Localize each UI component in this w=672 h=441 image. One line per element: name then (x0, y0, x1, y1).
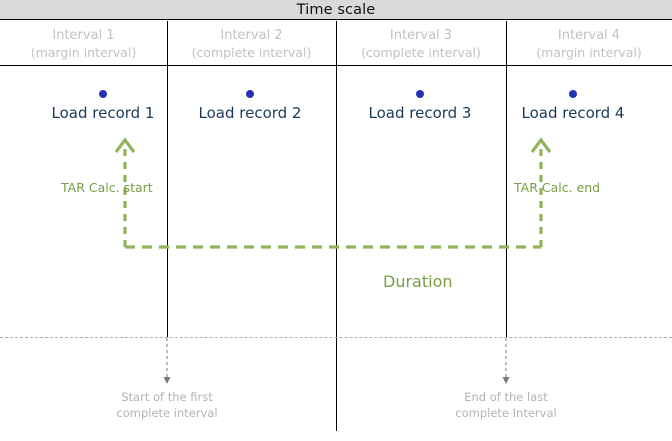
interval-header-4: Interval 4 (margin interval) (506, 21, 672, 66)
interval-header-1: Interval 1 (margin interval) (0, 21, 167, 66)
interval-header-row: Interval 1 (margin interval) Interval 2 … (0, 21, 672, 66)
interval-2-kind: (complete interval) (191, 44, 312, 60)
tar-calc-end-label: TAR Calc. end (514, 180, 601, 195)
time-scale-title-band: Time scale (0, 0, 672, 20)
start-caption-line-2: complete interval (116, 406, 218, 420)
tar-calc-start-arrow-icon (114, 137, 136, 153)
interval-3-name: Interval 3 (389, 27, 453, 43)
page-title: Time scale (296, 1, 376, 18)
load-record-2-dot-icon (246, 90, 254, 98)
end-of-last-complete-interval-caption: End of the last complete Interval (406, 389, 606, 421)
interval-2-name: Interval 2 (220, 27, 283, 43)
load-record-4-dot-icon (569, 90, 577, 98)
interval-header-3: Interval 3 (complete interval) (336, 21, 506, 66)
end-caption-arrow-icon (502, 377, 510, 384)
interval-3-kind: (complete interval) (361, 44, 481, 60)
load-record-4-label: Load record 4 (521, 104, 625, 122)
interval-divider-1 (167, 21, 168, 337)
duration-label: Duration (383, 272, 453, 291)
load-record-3-dot-icon (416, 90, 424, 98)
start-caption-arrow-icon (163, 377, 171, 384)
load-record-3-label: Load record 3 (368, 104, 472, 122)
interval-1-name: Interval 1 (52, 27, 115, 43)
end-caption-line-2: complete Interval (455, 406, 557, 420)
interval-1-kind: (margin interval) (30, 44, 137, 60)
bottom-section-divider (0, 337, 672, 338)
load-record-4: Load record 4 (488, 90, 658, 122)
load-record-2: Load record 2 (165, 90, 335, 122)
tar-calc-start-label: TAR Calc. start (61, 180, 153, 195)
interval-4-name: Interval 4 (557, 27, 621, 43)
end-caption-line-1: End of the last (464, 390, 548, 404)
interval-divider-2 (336, 21, 337, 431)
load-record-3: Load record 3 (335, 90, 505, 122)
load-record-1-dot-icon (99, 90, 107, 98)
load-record-2-label: Load record 2 (198, 104, 302, 122)
tar-calc-end-arrow-icon (530, 137, 552, 153)
start-caption-line-1: Start of the first (121, 390, 213, 404)
start-of-first-complete-interval-caption: Start of the first complete interval (67, 389, 267, 421)
interval-divider-3 (506, 21, 507, 337)
interval-4-kind: (margin interval) (536, 44, 642, 60)
interval-header-2: Interval 2 (complete interval) (167, 21, 336, 66)
load-record-1-label: Load record 1 (51, 104, 155, 122)
load-record-1: Load record 1 (18, 90, 188, 122)
